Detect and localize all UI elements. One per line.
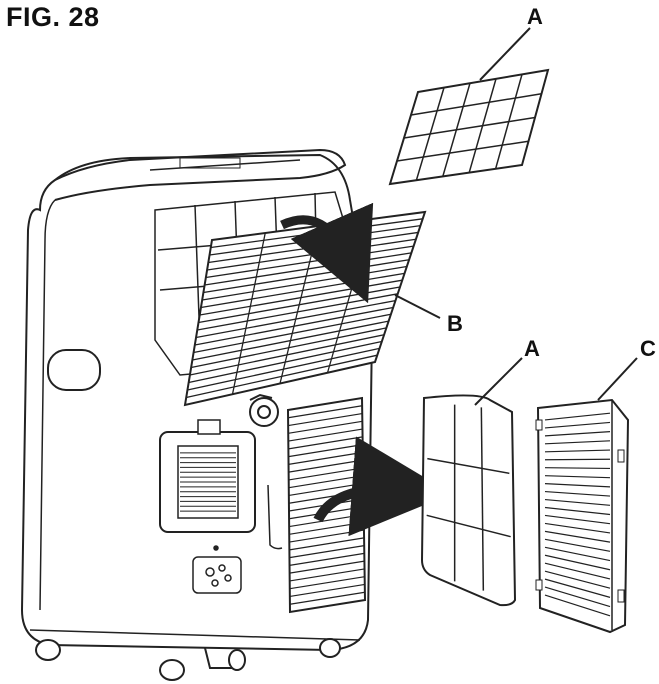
drain-knob — [249, 393, 279, 427]
callout-b: B — [447, 311, 463, 336]
power-socket — [192, 545, 242, 594]
lower-side-filter — [159, 419, 256, 533]
figure-title: FIG. 28 — [6, 2, 100, 32]
callout-a-middle: A — [524, 336, 540, 361]
remove-filter-arrow-lower — [313, 436, 452, 537]
louvered-panel-c — [535, 398, 630, 634]
filter-a-top — [388, 68, 550, 186]
side-panel-curve — [267, 484, 283, 550]
wheels — [35, 638, 341, 681]
callout-a-top: A — [527, 4, 543, 29]
remove-panel-arrow-upper — [280, 202, 374, 304]
callout-c: C — [640, 336, 656, 361]
filter-a-middle — [420, 394, 517, 607]
upper-louvered-panel-b — [183, 210, 427, 407]
leader-lines — [394, 27, 638, 406]
